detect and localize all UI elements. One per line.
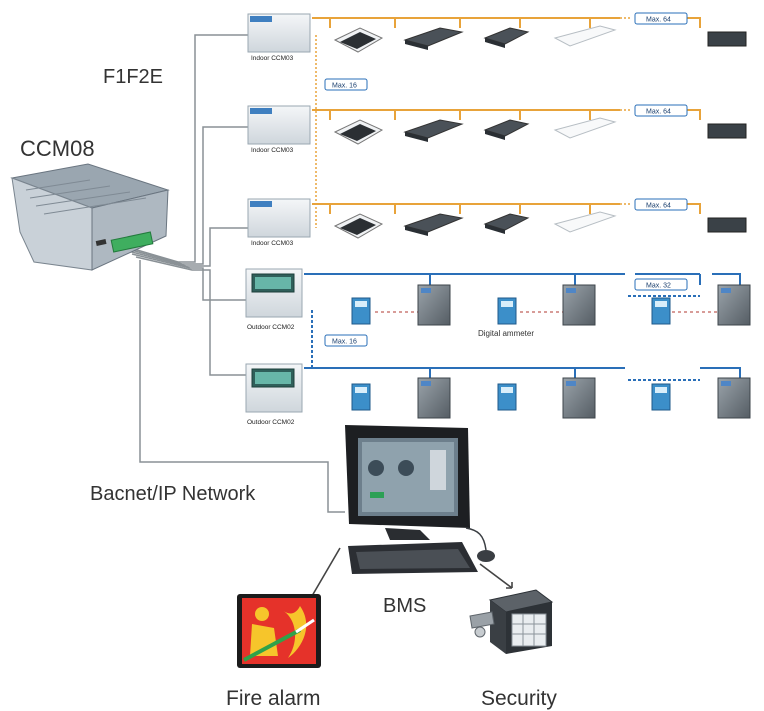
bacnet-network-label: Bacnet/IP Network bbox=[90, 483, 256, 505]
outdoor-controller: Outdoor CCM02 bbox=[245, 363, 303, 426]
outdoor-units-row bbox=[417, 377, 751, 419]
max-badge-text: Max. 16 bbox=[332, 339, 357, 346]
bms-computer-icon bbox=[345, 425, 495, 574]
outdoor-controller-label: Outdoor CCM02 bbox=[247, 419, 295, 426]
duct-unit-icon bbox=[707, 123, 747, 139]
ammeter-icon bbox=[497, 383, 517, 411]
outdoor-controller: Outdoor CCM02 bbox=[245, 268, 303, 331]
ccm08-label: CCM08 bbox=[20, 136, 95, 161]
duct-unit-icon bbox=[403, 27, 464, 50]
max-badge: Max. 32 bbox=[634, 278, 688, 291]
indoor-controller-label: Indoor CCM03 bbox=[251, 147, 294, 154]
max-badge-text: Max. 64 bbox=[646, 203, 671, 210]
f1f2e-wiring bbox=[119, 34, 345, 513]
f1f2e-label: F1F2E bbox=[103, 66, 163, 88]
indoor-controller-label: Indoor CCM03 bbox=[251, 240, 294, 247]
indoor-controller: Indoor CCM03 bbox=[247, 13, 311, 62]
duct-unit-icon bbox=[483, 27, 530, 48]
outdoor-unit-icon bbox=[562, 284, 596, 326]
max-badge: Max. 64 bbox=[634, 104, 688, 117]
max-badge: Max. 64 bbox=[634, 12, 688, 25]
duct-unit-icon bbox=[707, 31, 747, 47]
indoor-controller: Indoor CCM03 bbox=[247, 105, 311, 154]
indoor-row-link bbox=[315, 17, 632, 228]
cassette-unit-icon bbox=[333, 119, 384, 145]
outdoor-controller-label: Outdoor CCM02 bbox=[247, 324, 295, 331]
digital-ammeter-label: Digital ammeter bbox=[478, 329, 534, 338]
cassette-unit-icon bbox=[333, 213, 384, 239]
max-badge: Max. 64 bbox=[634, 198, 688, 211]
duct-unit-icon bbox=[403, 119, 464, 142]
indoor-units-row bbox=[333, 211, 747, 239]
fire-alarm-icon bbox=[237, 594, 321, 668]
max-badge: Max. 16 bbox=[324, 78, 368, 91]
outdoor-dashed-links bbox=[311, 295, 700, 381]
security-icon bbox=[469, 589, 554, 654]
bms-peripheral-links bbox=[311, 547, 513, 597]
ammeter-icon bbox=[651, 297, 671, 325]
ceiling-unit-icon bbox=[553, 211, 617, 233]
max-badge-text: Max. 64 bbox=[646, 109, 671, 116]
duct-unit-icon bbox=[483, 213, 530, 234]
outdoor-unit-icon bbox=[717, 377, 751, 419]
indoor-bus-lines bbox=[312, 17, 701, 214]
max-badge-text: Max. 64 bbox=[646, 17, 671, 24]
max-badge-text: Max. 32 bbox=[646, 283, 671, 290]
duct-unit-icon bbox=[483, 119, 530, 140]
ammeter-icon bbox=[351, 297, 371, 325]
indoor-units-row bbox=[333, 25, 747, 53]
bms-label: BMS bbox=[383, 595, 426, 617]
ammeter-icon bbox=[497, 297, 517, 325]
ccm08-controller-icon bbox=[10, 163, 170, 271]
fire-alarm-label: Fire alarm bbox=[226, 687, 321, 710]
duct-unit-icon bbox=[707, 217, 747, 233]
ammeter-icon bbox=[351, 383, 371, 411]
outdoor-unit-icon bbox=[717, 284, 751, 326]
outdoor-unit-icon bbox=[417, 377, 451, 419]
ceiling-unit-icon bbox=[553, 117, 617, 139]
indoor-controller: Indoor CCM03 bbox=[247, 198, 311, 247]
outdoor-units-row bbox=[417, 284, 751, 326]
max-badge: Max. 16 bbox=[324, 334, 368, 347]
outdoor-unit-icon bbox=[417, 284, 451, 326]
cassette-unit-icon bbox=[333, 27, 384, 53]
indoor-units-row bbox=[333, 117, 747, 145]
security-label: Security bbox=[481, 687, 557, 710]
outdoor-unit-icon bbox=[562, 377, 596, 419]
duct-unit-icon bbox=[403, 213, 464, 236]
indoor-controller-label: Indoor CCM03 bbox=[251, 55, 294, 62]
outdoor-bus-lines bbox=[304, 273, 741, 378]
ceiling-unit-icon bbox=[553, 25, 617, 47]
ammeters bbox=[351, 297, 671, 411]
ammeter-icon bbox=[651, 383, 671, 411]
max-badge-text: Max. 16 bbox=[332, 83, 357, 90]
